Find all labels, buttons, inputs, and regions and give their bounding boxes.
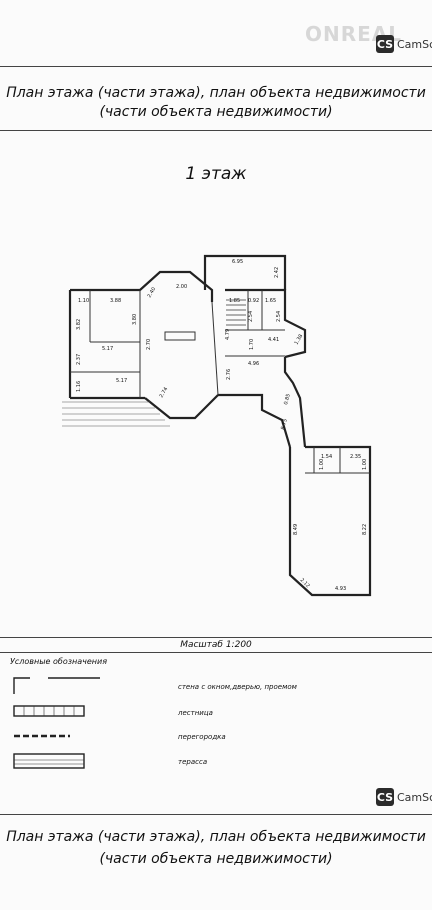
- terrace-symbol: [13, 753, 85, 769]
- dim-label: 1.65: [265, 298, 276, 304]
- dim-label: 1.70: [249, 339, 255, 350]
- dim-label: 4.41: [268, 337, 279, 343]
- scale-top-rule: [0, 637, 432, 638]
- camscanner-text: CamSc: [397, 37, 432, 51]
- dim-label: 3.80: [132, 314, 138, 325]
- camscanner-logo-icon: CS: [376, 788, 394, 806]
- document-page: ONREAL CS CamSc План этажа (части этажа)…: [0, 0, 432, 776]
- dim-label: 8.49: [293, 524, 299, 535]
- header-top-rule-2: [0, 814, 432, 815]
- dim-label: 0.85: [283, 393, 292, 405]
- partitions: [70, 290, 370, 474]
- dim-label: 3.82: [76, 319, 82, 330]
- header-top-rule: [0, 66, 432, 67]
- floor-plan: 6.95 2.42 2.00 2.40 1.10 3.88 3.82 3.80 …: [62, 254, 372, 597]
- wall: [144, 394, 219, 420]
- dim-label: 2.42: [274, 267, 280, 278]
- island-fixture: [164, 331, 196, 341]
- legend-symbols: [13, 677, 100, 769]
- header-title-line2: (части объекта недвижимости): [99, 104, 333, 120]
- dimension-labels: 6.95 2.42 2.00 2.40 1.10 3.88 3.82 3.80 …: [76, 259, 368, 592]
- dim-label: 1.10: [78, 298, 89, 304]
- dim-label: 2.54: [248, 311, 254, 322]
- dim-label: 2.12: [299, 577, 311, 589]
- exterior-walls: [68, 254, 372, 597]
- legend-title: Условные обозначения: [10, 657, 108, 666]
- scale-bottom-rule: [0, 652, 432, 653]
- legend-label-wall: стена с окном,дверью, проемом: [178, 683, 297, 691]
- wall: [225, 288, 307, 359]
- camscanner-badge: CS CamSc: [376, 35, 432, 53]
- dim-label: 0.92: [248, 298, 259, 304]
- wall: [283, 357, 307, 448]
- dim-label: 8.75: [280, 418, 289, 430]
- camscanner-badge-2: CS CamSc: [376, 788, 432, 806]
- dim-label: 5.17: [116, 378, 127, 384]
- document-page-2: CS CamSc План этажа (части этажа), план …: [0, 776, 432, 910]
- dim-label: 1.00: [319, 459, 325, 470]
- dim-label: 1.00: [362, 459, 368, 470]
- dim-label: 4.79: [225, 329, 231, 340]
- dim-label: 1.85: [229, 298, 240, 304]
- legend-label-terrace: терасса: [178, 758, 208, 766]
- stair-symbol: [13, 705, 85, 717]
- scale-label: Масштаб 1:200: [180, 640, 252, 650]
- dim-label: 2.37: [76, 354, 82, 365]
- dim-label: 4.96: [248, 361, 259, 367]
- dim-label: 2.70: [146, 339, 152, 350]
- legend-label-partition: перегородка: [178, 733, 226, 741]
- floor-label: 1 этаж: [185, 164, 247, 184]
- dim-label: 3.88: [110, 298, 121, 304]
- dim-label: 5.17: [102, 346, 113, 352]
- camscanner-logo-icon: CS: [376, 35, 394, 53]
- wall-symbol: [13, 677, 100, 694]
- terrace: [62, 401, 170, 427]
- dim-label: 8.22: [362, 524, 368, 535]
- legend-label-stairs: лестница: [178, 709, 213, 717]
- dim-label: 6.95: [232, 259, 243, 265]
- dim-label: 1.54: [321, 454, 332, 460]
- wall: [288, 445, 372, 597]
- dim-label: 1.38: [294, 333, 305, 346]
- wall: [203, 254, 287, 290]
- wall: [218, 393, 292, 448]
- wall: [70, 270, 214, 302]
- dim-label: 2.00: [176, 284, 187, 290]
- header-title-line2-2: (части объекта недвижимости): [99, 851, 333, 867]
- dim-label: 2.74: [159, 386, 170, 399]
- header-bottom-rule: [0, 130, 432, 131]
- dim-label: 2.54: [276, 311, 282, 322]
- header-title-line1-2: План этажа (части этажа), план объекта н…: [6, 829, 426, 845]
- dim-label: 2.40: [147, 286, 158, 299]
- dim-label: 2.35: [350, 454, 361, 460]
- staircase: [226, 299, 246, 326]
- camscanner-text: CamSc: [397, 790, 432, 804]
- dim-label: 4.93: [335, 586, 346, 592]
- dim-label: 1.16: [76, 381, 82, 392]
- partition: [211, 301, 219, 396]
- dim-label: 2.76: [226, 369, 232, 380]
- header-title-line1: План этажа (части этажа), план объекта н…: [6, 85, 426, 101]
